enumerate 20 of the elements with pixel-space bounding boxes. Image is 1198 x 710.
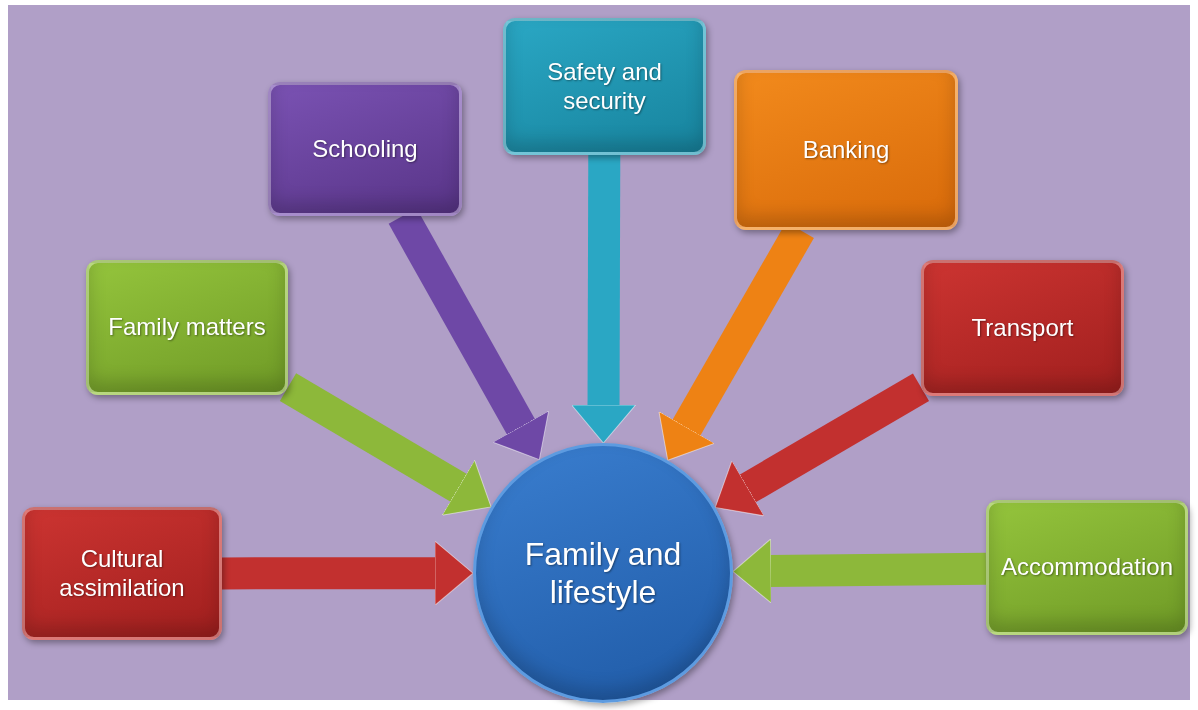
topic-box bbox=[734, 70, 958, 230]
topic-box bbox=[86, 260, 288, 395]
node-label: Cultural assimilation bbox=[58, 544, 186, 603]
node-label: Accommodation bbox=[999, 553, 1175, 582]
topic-box bbox=[268, 82, 462, 216]
node-label: Banking bbox=[801, 135, 891, 165]
topic-box bbox=[503, 18, 706, 155]
block-arrow bbox=[714, 373, 930, 517]
node-label: Schooling bbox=[311, 134, 419, 164]
block-arrow bbox=[221, 540, 474, 606]
block-arrow bbox=[732, 538, 987, 604]
node-label: Safety and security bbox=[546, 57, 663, 116]
topic-box bbox=[986, 500, 1188, 635]
block-arrow bbox=[571, 154, 636, 444]
topic-box bbox=[22, 507, 222, 640]
block-arrow bbox=[279, 373, 492, 516]
node-label: Transport bbox=[970, 313, 1075, 343]
node-label: Family matters bbox=[107, 313, 267, 342]
topic-box bbox=[921, 260, 1124, 396]
node-label: Family and lifestyle bbox=[523, 534, 683, 612]
